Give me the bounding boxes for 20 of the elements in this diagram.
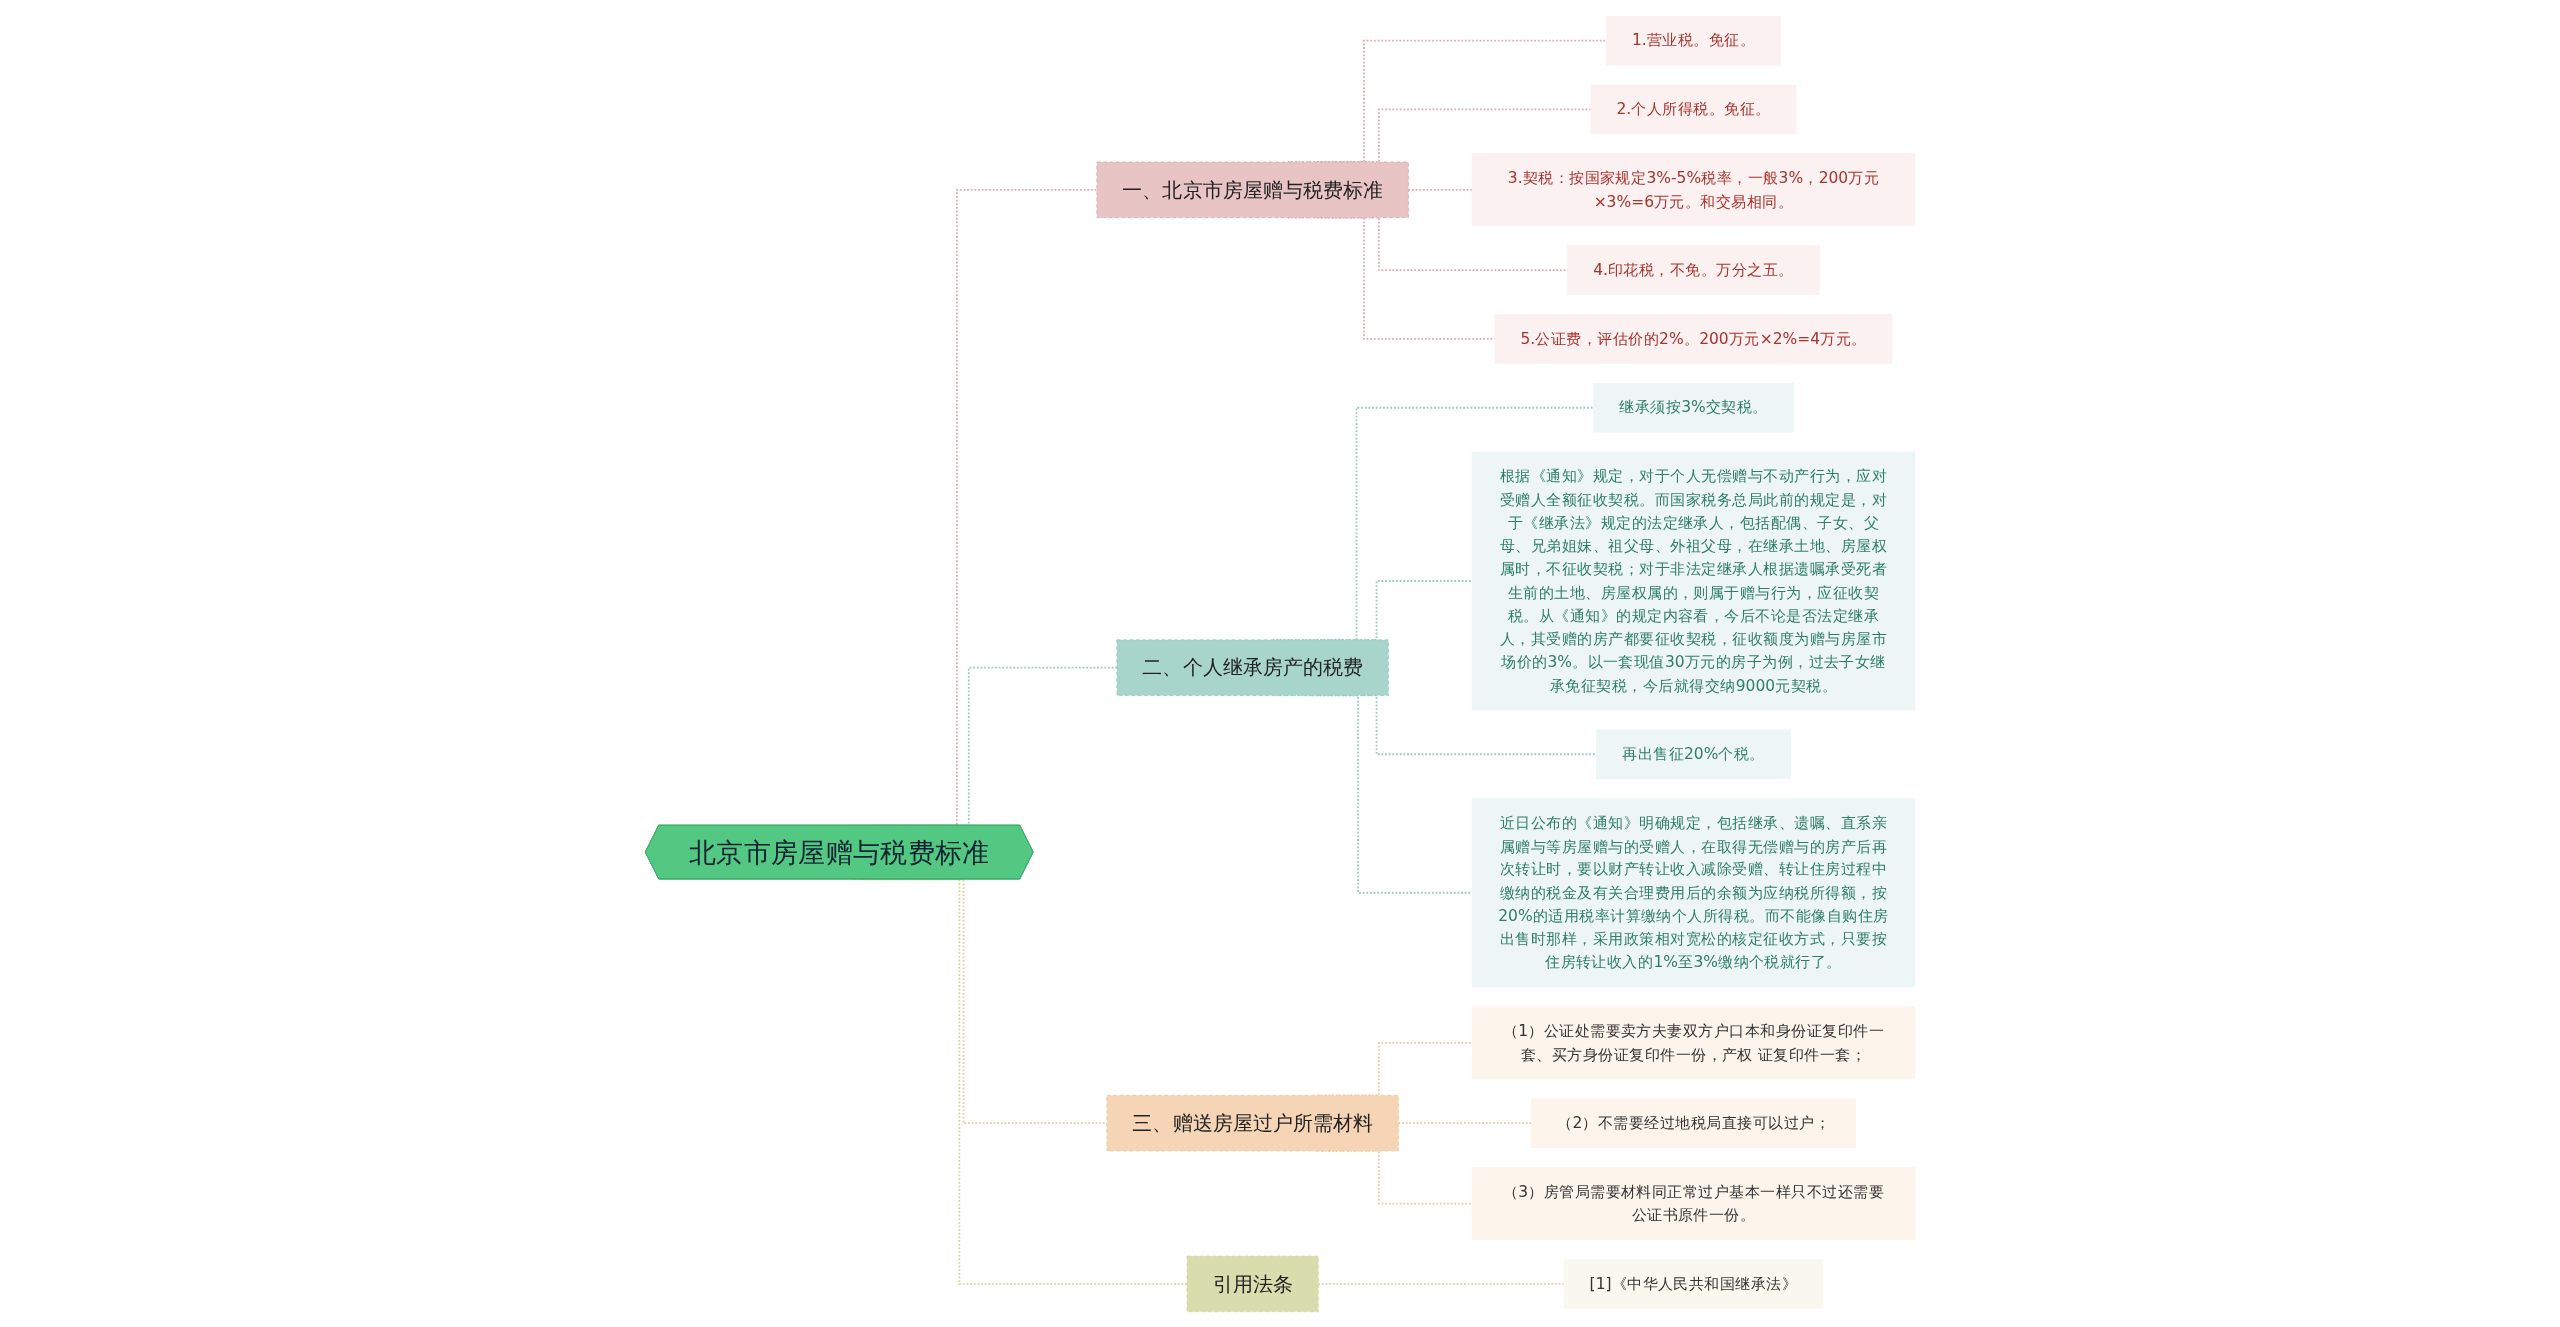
node-box: 3.契税：按国家规定3%-5%税率，一般3%，200万元×3%=6万元。和交易相同。 — [1471, 152, 1916, 226]
node-box: （2）不需要经过地税局直接可以过户； — [1530, 1097, 1856, 1148]
node-box: 三、赠送房屋过户所需材料 — [1106, 1094, 1399, 1151]
node-box: （3）房管局需要材料同正常过户基本一样只不过还需要公证书原件一份。 — [1471, 1166, 1916, 1240]
connector — [1407, 188, 1473, 191]
node-box: 5.公证费，评估价的2%。200万元×2%=4万元。 — [1494, 313, 1893, 364]
node-box: 4.印花税，不免。万分之五。 — [1567, 244, 1820, 295]
node-box: 引用法条 — [1186, 1255, 1319, 1312]
node-box: 二、个人继承房产的税费 — [1116, 638, 1389, 696]
node-box: 1.营业税。免征。 — [1605, 15, 1781, 65]
connector — [1274, 694, 1473, 894]
node-box: 近日公布的《通知》明确规定，包括继承、遗嘱、直系亲属赠与等房屋赠与的受赠人，在取得无偿赠与的房产后再次转让时，要以财产转让收入减除受赠、转让住房过程中缴纳的税金及有关合理费用后的余额为应纳税所得额，按20%的适用税率计算缴纳个人所得税。而不能像自购住房出售时那样，采用政策相对宽松的核定征收方式，只要按住房转让收入的1%至3%缴纳个税就行了。 — [1471, 797, 1916, 987]
node-box: 继承须按3%交契税。 — [1593, 382, 1794, 433]
node-box: 2.个人所得税。免征。 — [1590, 84, 1797, 134]
node-box: 一、北京市房屋赠与税费标准 — [1096, 161, 1409, 218]
node-box: 再出售征20%个税。 — [1596, 728, 1791, 779]
connector — [1397, 1121, 1533, 1124]
node-box: （1）公证处需要卖方夫妻双方户口本和身份证复印件一套、买方身份证复印件一份，产权 证复印件一套； — [1471, 1005, 1916, 1079]
node-box: 根据《通知》规定，对于个人无偿赠与不动产行为，应对受赠人全额征收契税。而国家税务总局此前的规定是，对于《继承法》规定的法定继承人，包括配偶、子女、父母、兄弟姐妹、祖父母、外祖父母，在继承土地、房屋权属时，不征收契税；对于非法定继承人根据遗嘱承受死者生前的土地、房屋权属的，则属于赠与行为，应征收契税。从《通知》的规定内容看，今后不论是否法定继承人，其受赠的房产都要征收契税，征收额度为赠与房屋市场价的3%。以一套现值30万元的房子为例，过去子女继承免征契税，今后就得交纳9000元契税。 — [1471, 451, 1916, 710]
node-box: [1]《中华人民共和国继承法》 — [1563, 1258, 1824, 1309]
